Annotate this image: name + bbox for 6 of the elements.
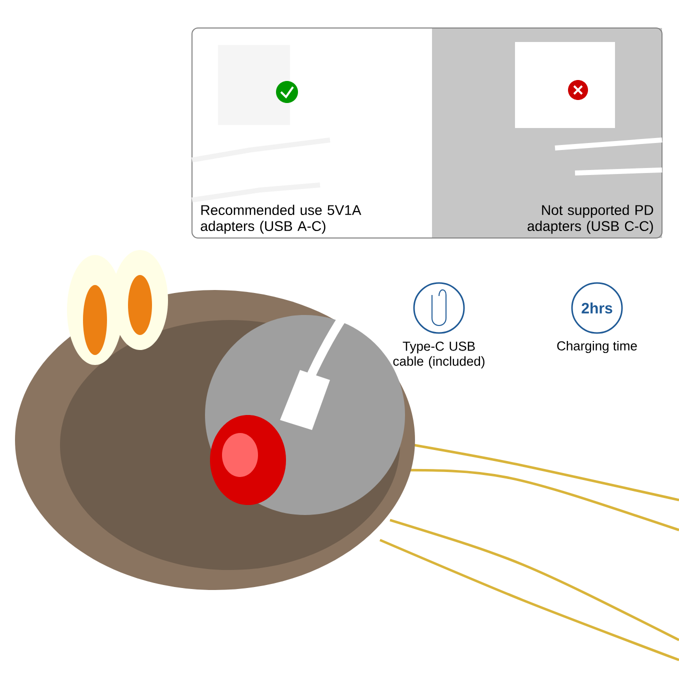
node-label: Charging time: [557, 340, 637, 354]
cable-icon: [413, 282, 465, 334]
panel-text: Not supported PD adapters (USB C-C): [528, 204, 654, 234]
time-badge: 2hrs: [571, 282, 623, 334]
node-label: Type-C USB cable (included): [393, 342, 484, 368]
panel-text: Recommended use 5V1A adapters (USB A-C): [200, 204, 362, 234]
